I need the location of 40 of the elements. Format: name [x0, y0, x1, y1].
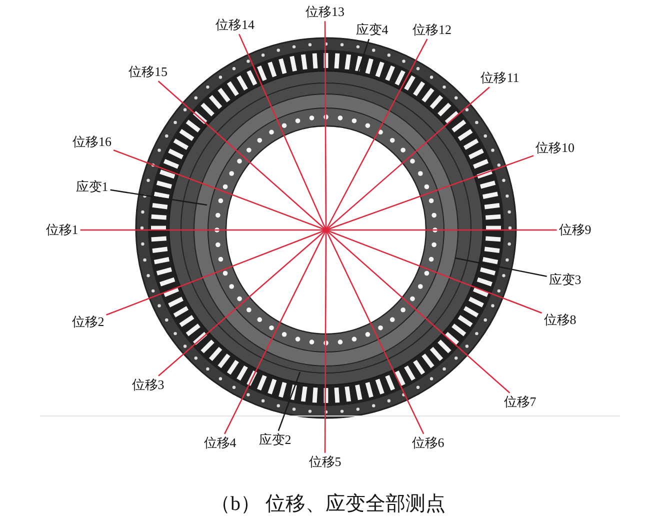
leader-line — [110, 189, 208, 206]
measurement-point-label: 位移12 — [412, 22, 452, 38]
measurement-point-label: 位移1 — [46, 222, 78, 238]
measurement-line — [326, 229, 542, 314]
measurement-point-label: 应变2 — [258, 432, 292, 448]
measurement-point-label: 位移4 — [204, 436, 236, 450]
measurement-line — [158, 80, 326, 230]
measurement-point-label: 位移14 — [216, 18, 254, 32]
measurement-point-label: 位移16 — [72, 134, 112, 150]
measurement-point-label: 位移7 — [504, 394, 536, 410]
measurement-line — [113, 150, 326, 231]
measurement-line — [325, 230, 424, 434]
measurement-point-label: 位移6 — [412, 436, 444, 450]
measurement-line — [80, 229, 326, 231]
measurement-point-label: 位移13 — [306, 4, 344, 20]
measurement-line — [224, 230, 327, 434]
measurement-line — [106, 229, 326, 316]
measurement-line — [326, 155, 534, 231]
measurement-line — [238, 34, 327, 230]
measurement-point-label: 位移5 — [308, 454, 342, 470]
measurement-point-label: 应变1 — [76, 180, 108, 194]
measurement-point-label: 位移10 — [536, 140, 574, 156]
leader-line — [454, 257, 547, 278]
measurement-line — [324, 230, 327, 453]
figure-caption: （b） 位移、应变全部测点 — [210, 492, 446, 517]
measurement-line — [325, 38, 428, 230]
measurement-line — [326, 86, 490, 230]
measurement-point-label: 位移3 — [132, 378, 164, 392]
measurement-point-label: 位移15 — [128, 64, 168, 80]
measurement-point-label: 位移8 — [544, 312, 576, 328]
measurement-line — [158, 230, 326, 376]
measurement-line — [326, 229, 557, 231]
measurement-point-label: 应变4 — [356, 22, 388, 38]
measurement-line — [324, 21, 327, 230]
measurement-point-label: 应变3 — [548, 272, 582, 288]
leader-line — [278, 372, 301, 432]
measurement-line — [326, 230, 510, 394]
measurement-point-label: 位移2 — [72, 314, 104, 330]
measurement-point-label: 位移11 — [480, 70, 520, 86]
measurement-point-label: 位移9 — [558, 222, 592, 238]
